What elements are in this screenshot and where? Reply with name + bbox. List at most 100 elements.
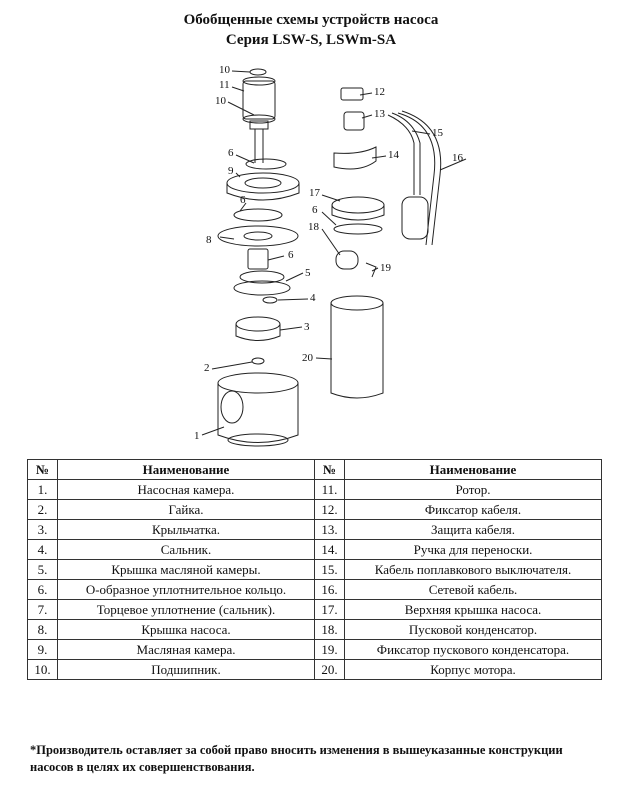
part-name: Ротор. (344, 479, 602, 500)
footnote: *Производитель оставляет за собой право … (30, 743, 563, 774)
part-number: 10. (27, 659, 58, 680)
part-number: 8. (27, 619, 58, 640)
diagram-label: 6 (228, 147, 234, 159)
table-row: 1. Насосная камера. 11. Ротор. (27, 479, 602, 500)
pump-chamber-shape (217, 372, 299, 394)
part-name: Ручка для переноски. (344, 539, 602, 560)
part-number: 4. (27, 539, 58, 560)
part-number: 19. (314, 639, 345, 660)
part-number: 15. (314, 559, 345, 580)
diagram-label: 1 (194, 430, 200, 442)
table-row: 2. Гайка. 12. Фиксатор кабеля. (27, 499, 602, 520)
diagram-label: 10 (219, 64, 231, 76)
table-row: 6. О-образное уплотнительное кольцо. 16.… (27, 579, 602, 600)
diagram-label: 14 (388, 149, 400, 161)
part-number: 9. (27, 639, 58, 660)
diagram-label: 10 (215, 95, 227, 107)
cable-guard-shape (343, 111, 365, 131)
handle-shape (333, 146, 377, 170)
col-header-name: Наименование (57, 459, 315, 480)
part-number: 1. (27, 479, 58, 500)
diagram-label: 6 (312, 204, 318, 216)
table-row: 7. Торцевое уплотнение (сальник). 17. Ве… (27, 599, 602, 620)
impeller-shape (235, 316, 281, 332)
table-row: 5. Крышка масляной камеры. 15. Кабель по… (27, 559, 602, 580)
part-name: О-образное уплотнительное кольцо. (57, 579, 315, 600)
start-capacitor-shape (335, 250, 359, 270)
part-name: Фиксатор кабеля. (344, 499, 602, 520)
part-name: Кабель поплавкового выключателя. (344, 559, 602, 580)
diagram-label: 6 (288, 249, 294, 261)
diagram-label: 11 (219, 79, 230, 91)
o-ring-shape (245, 158, 287, 170)
float-cable-shape (387, 114, 415, 195)
diagram-label: 5 (305, 267, 311, 279)
diagram-label: 16 (452, 152, 464, 164)
part-number: 12. (314, 499, 345, 520)
capacitor-clamp-shape (365, 262, 377, 278)
part-name: Насосная камера. (57, 479, 315, 500)
part-number: 16. (314, 579, 345, 600)
diagram-label: 15 (432, 127, 444, 139)
power-cable-shape (397, 112, 436, 246)
part-name: Крышка насоса. (57, 619, 315, 640)
part-name: Корпус мотора. (344, 659, 602, 680)
part-number: 2. (27, 499, 58, 520)
part-name: Масляная камера. (57, 639, 315, 660)
oil-chamber-shape (226, 172, 300, 194)
part-number: 13. (314, 519, 345, 540)
motor-body-shape (330, 295, 384, 311)
diagram-label: 20 (302, 352, 314, 364)
col-header-number: № (314, 459, 345, 480)
part-number: 11. (314, 479, 345, 500)
part-number: 17. (314, 599, 345, 620)
part-number: 14. (314, 539, 345, 560)
diagram-label: 9 (228, 165, 234, 177)
table-header-row: № Наименование № Наименование (27, 459, 602, 480)
nut-shape (251, 357, 265, 365)
part-name: Фиксатор пускового конденсатора. (344, 639, 602, 660)
diagram-label: 12 (374, 86, 385, 98)
exploded-pump-diagram: 10 11 10 6 9 6 8 6 5 4 3 2 1 12 13 15 16… (194, 64, 467, 447)
float-switch-shape (401, 196, 429, 240)
table-row: 10. Подшипник. 20. Корпус мотора. (27, 659, 602, 680)
diagram-label: 17 (309, 187, 321, 199)
part-number: 6. (27, 579, 58, 600)
part-name: Торцевое уплотнение (сальник). (57, 599, 315, 620)
part-name: Защита кабеля. (344, 519, 602, 540)
part-name: Крыльчатка. (57, 519, 315, 540)
parts-table: № Наименование № Наименование 1. Насосна… (27, 459, 602, 680)
bearing-top-shape (249, 68, 267, 76)
part-name: Верхняя крышка насоса. (344, 599, 602, 620)
part-number: 7. (27, 599, 58, 620)
part-name: Сальник. (57, 539, 315, 560)
col-header-number: № (27, 459, 58, 480)
table-row: 4. Сальник. 14. Ручка для переноски. (27, 539, 602, 560)
document-title: Обобщенные схемы устройств насоса (183, 12, 439, 28)
diagram-label: 19 (380, 262, 392, 274)
diagram-label: 13 (374, 108, 386, 120)
oil-chamber-cover-shape (233, 280, 291, 296)
diagram-label: 6 (240, 194, 246, 206)
part-name: Пусковой конденсатор. (344, 619, 602, 640)
pump-cover-shape (217, 225, 299, 247)
col-header-name: Наименование (344, 459, 602, 480)
diagram-label: 18 (308, 221, 320, 233)
table-row: 8. Крышка насоса. 18. Пусковой конденсат… (27, 619, 602, 640)
part-name: Гайка. (57, 499, 315, 520)
part-number: 20. (314, 659, 345, 680)
diagram-label: 3 (304, 321, 310, 333)
part-number: 3. (27, 519, 58, 540)
diagram-label: 4 (310, 292, 316, 304)
document-subtitle: Серия LSW-S, LSWm-SA (225, 32, 397, 48)
part-name: Крышка масляной камеры. (57, 559, 315, 580)
part-name: Подшипник. (57, 659, 315, 680)
part-number: 18. (314, 619, 345, 640)
cable-clamp-shape (340, 87, 364, 101)
diagram-label: 2 (204, 362, 210, 374)
table-row: 3. Крыльчатка. 13. Защита кабеля. (27, 519, 602, 540)
table-row: 9. Масляная камера. 19. Фиксатор пусково… (27, 639, 602, 660)
part-name: Сетевой кабель. (344, 579, 602, 600)
top-cover-shape (331, 196, 385, 214)
seal-shape (262, 296, 278, 304)
